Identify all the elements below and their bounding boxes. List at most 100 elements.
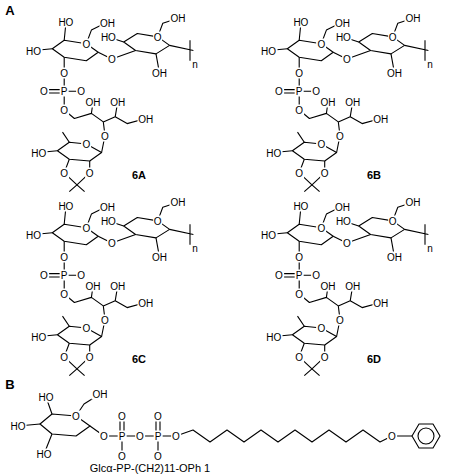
atom-label: OH xyxy=(405,197,422,208)
atom-label: O xyxy=(388,31,398,42)
atom-label: HO xyxy=(100,31,117,42)
atom-label: HO xyxy=(260,45,277,56)
atom-label: O xyxy=(153,215,163,226)
atom-label: P xyxy=(60,86,69,97)
atom-label: OH xyxy=(109,280,126,291)
atom-label: O xyxy=(320,351,330,362)
repeat-subscript: n xyxy=(426,243,434,254)
atom-label: O xyxy=(335,130,345,141)
atom-label: OH xyxy=(92,389,109,400)
atom-label: O xyxy=(107,54,117,65)
atom-label: OH xyxy=(137,113,154,124)
atom-label: O xyxy=(153,451,163,462)
atom-label: O xyxy=(294,167,304,178)
atom-label: O xyxy=(100,314,110,325)
atom-label: O xyxy=(294,105,304,116)
atom-label: HO xyxy=(260,229,277,240)
atom-label: O xyxy=(274,86,284,97)
atom-label: OH xyxy=(151,251,168,262)
atom-label: O xyxy=(316,38,326,49)
atom-label: O xyxy=(320,167,330,178)
atom-label: P xyxy=(295,86,304,97)
repeat-subscript: n xyxy=(426,59,434,70)
atom-label: O xyxy=(39,270,49,281)
atom-label: O xyxy=(274,270,284,281)
atom-label: P xyxy=(60,270,69,281)
atom-label: O xyxy=(388,215,398,226)
atom-label: OH xyxy=(170,197,187,208)
atom-label: OH xyxy=(334,18,351,29)
atom-label: HO xyxy=(335,215,352,226)
atom-label: O xyxy=(316,139,326,150)
atom-label: OH xyxy=(344,280,361,291)
atom-label: O xyxy=(294,251,304,262)
atom-label: O xyxy=(81,38,91,49)
atom-label: HO xyxy=(335,31,352,42)
atom-label: O xyxy=(342,54,352,65)
atom-label: O xyxy=(153,411,163,422)
atom-label: O xyxy=(100,130,110,141)
atom-label: OH xyxy=(372,113,389,124)
atom-label: OH xyxy=(344,96,361,107)
atom-label: HO xyxy=(265,331,282,342)
atom-label: O xyxy=(81,139,91,150)
atom-label: O xyxy=(39,86,49,97)
atom-label: O xyxy=(81,222,91,233)
atom-label: HO xyxy=(292,200,309,211)
atom-label: O xyxy=(85,351,95,362)
atom-label: HO xyxy=(292,16,309,27)
atom-label: O xyxy=(335,314,345,325)
panel-letter: B xyxy=(4,377,15,392)
atom-label: P xyxy=(154,431,163,442)
atom-label: OH xyxy=(85,280,102,291)
repeat-subscript: n xyxy=(191,243,199,254)
atom-label: O xyxy=(59,167,69,178)
panel-letter: A xyxy=(4,3,15,18)
atom-label: OH xyxy=(372,297,389,308)
atom-label: OH xyxy=(137,297,154,308)
atom-label: O xyxy=(59,351,69,362)
atom-label: O xyxy=(107,238,117,249)
atom-label: O xyxy=(59,289,69,300)
atom-label: HO xyxy=(265,147,282,158)
atom-label: O xyxy=(171,431,181,442)
atom-label: O xyxy=(59,251,69,262)
atom-label: OH xyxy=(170,13,187,24)
atom-label: OH xyxy=(386,251,403,262)
atom-label: O xyxy=(81,323,91,334)
atom-label: O xyxy=(59,67,69,78)
atom-label: HO xyxy=(25,229,42,240)
atom-label: OH xyxy=(386,67,403,78)
atom-label: O xyxy=(117,411,127,422)
atom-label: OH xyxy=(109,96,126,107)
atom-label: OH xyxy=(320,280,337,291)
atom-label: P xyxy=(295,270,304,281)
atom-label: O xyxy=(294,67,304,78)
atom-label: OH xyxy=(85,96,102,107)
atom-label: O xyxy=(294,289,304,300)
atom-label: O xyxy=(294,351,304,362)
atom-label: HO xyxy=(100,215,117,226)
atom-label: OH xyxy=(99,18,116,29)
atom-label: O xyxy=(153,31,163,42)
atom-label: OH xyxy=(405,13,422,24)
compound-caption: Glcα-PP-(CH2)11-OPh 1 xyxy=(89,462,211,474)
atom-label: O xyxy=(316,323,326,334)
atom-label: O xyxy=(342,238,352,249)
atom-label: HO xyxy=(25,45,42,56)
atom-label: O xyxy=(99,431,109,442)
atom-label: OH xyxy=(151,67,168,78)
compound-number: 6C xyxy=(131,353,147,365)
atom-label: O xyxy=(135,431,145,442)
atom-label: HO xyxy=(36,449,53,460)
atom-label: P xyxy=(118,431,127,442)
atom-label: HO xyxy=(30,331,47,342)
compound-number: 6A xyxy=(131,169,147,181)
atom-label: HO xyxy=(57,200,74,211)
compound-number: 6D xyxy=(366,353,382,365)
compound-number: 6B xyxy=(366,169,382,181)
atom-label: O xyxy=(71,411,81,422)
atom-label: OH xyxy=(99,202,116,213)
